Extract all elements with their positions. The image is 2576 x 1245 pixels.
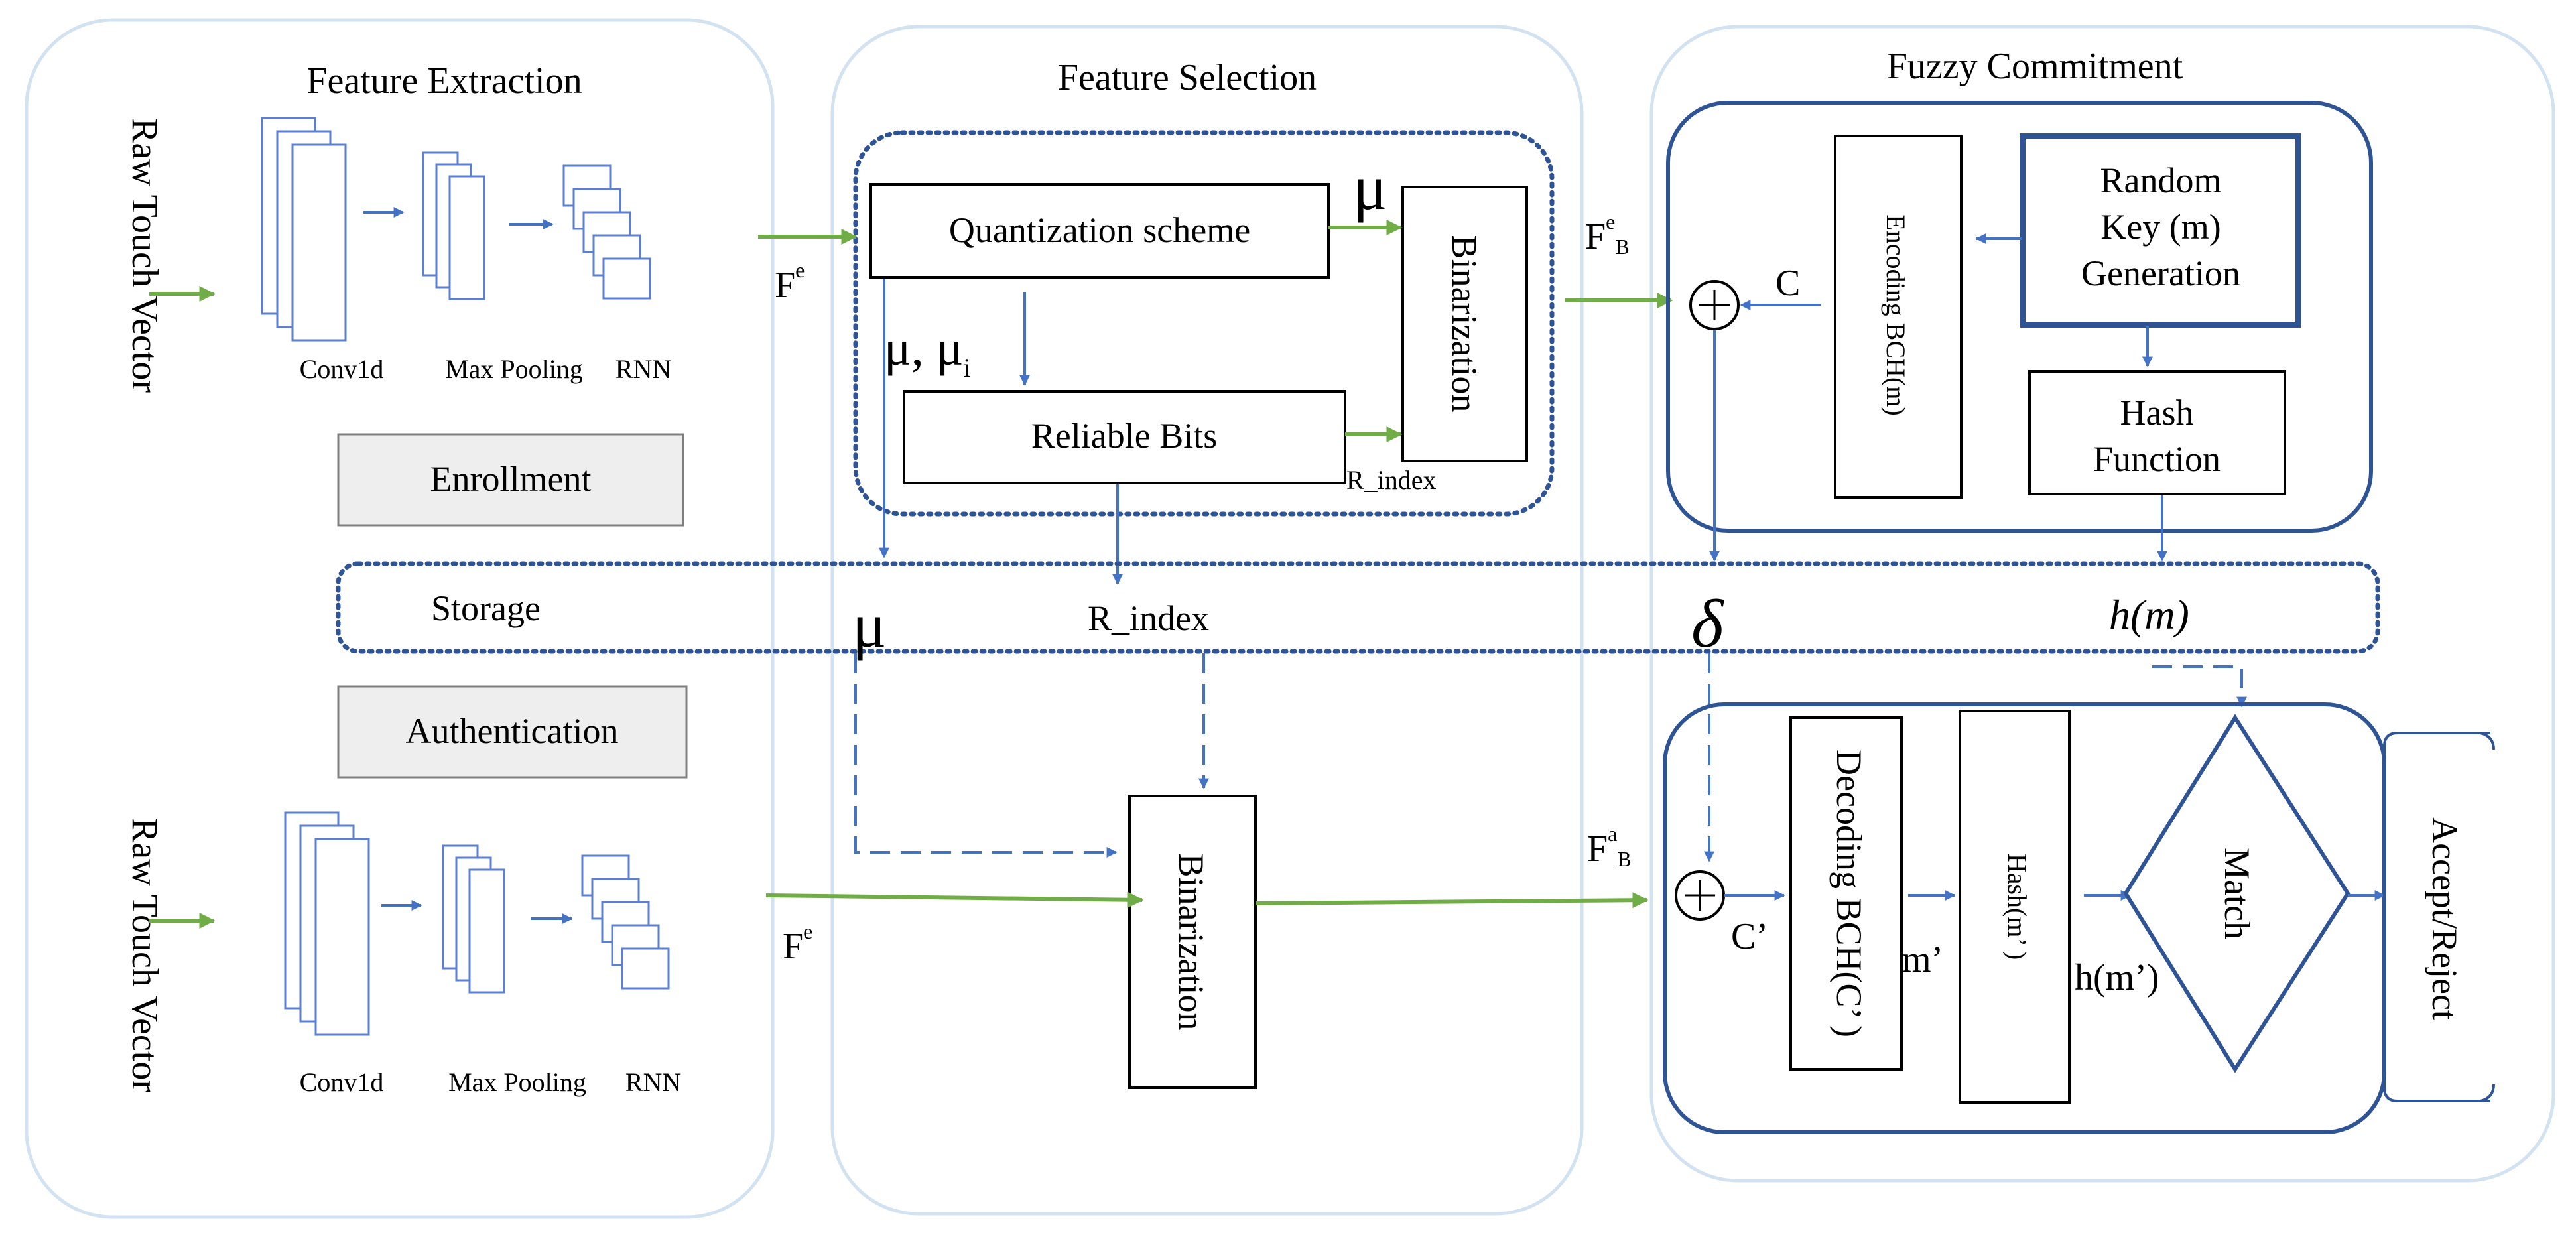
storage-band: [336, 561, 2380, 654]
match-label: Match: [2217, 848, 2257, 939]
enrollment-box: [337, 433, 684, 527]
auth-binarization-label: Binarization: [1171, 854, 1211, 1031]
mu-mui-label: μ, μi: [884, 320, 971, 383]
auth-conv1d-label: Conv1d: [300, 1067, 384, 1097]
quantization-mu-label: μ: [1353, 152, 1387, 223]
mu-to-auth-binarization-dashed-arrow: [854, 653, 1118, 858]
quantization-scheme-box: [869, 183, 1330, 279]
enroll-conv1d-label: Conv1d: [300, 354, 384, 384]
enroll-maxpool-label: Max Pooling: [445, 354, 583, 384]
c-prime-label: C’: [1731, 916, 1768, 957]
auth-fb-label: FaB: [1587, 822, 1632, 871]
enroll-conv1d-icon: [261, 117, 347, 342]
r-index-small-label: R_index: [1346, 465, 1437, 495]
m-prime-label: m’: [1902, 939, 1943, 980]
storage-mu-label: μ: [852, 590, 886, 661]
enroll-raw-touch-vector-label: Raw Touch Vector: [124, 118, 165, 393]
accept-reject-bracket-bottom-curl: [2480, 1084, 2495, 1102]
random-key-line1: Random: [2100, 161, 2222, 200]
storage-hm-label: h(m): [2109, 591, 2189, 638]
accept-reject-bracket-top-curl: [2480, 732, 2495, 750]
storage-label: Storage: [431, 588, 541, 628]
decoding-bch-box: [1789, 716, 1903, 1071]
auth-maxpool-icon: [442, 844, 505, 994]
auth-fb-arrow: [1255, 892, 1649, 909]
hash-m-prime-label: Hash(m’ ): [2002, 854, 2032, 960]
enroll-binarization-box: [1401, 186, 1528, 462]
fuzzy-commitment-title: Fuzzy Commitment: [1887, 46, 2183, 87]
enroll-fb-label: FeB: [1585, 210, 1630, 259]
enroll-binarization-label: Binarization: [1445, 235, 1484, 413]
enroll-fe-label: Fe: [775, 258, 805, 306]
enroll-rnn-icon: [562, 164, 651, 300]
random-key-line2: Key (m): [2100, 207, 2221, 247]
encoding-bch-label: Encoding BCH(m): [1881, 214, 1911, 415]
storage-delta-label: δ: [1691, 586, 1724, 662]
hash-function-line1: Hash: [2120, 393, 2194, 432]
storage-r-index-label: R_index: [1088, 598, 1209, 638]
feature-selection-dotted-group: [853, 130, 1555, 517]
enroll-rnn-label: RNN: [615, 354, 671, 384]
auth-raw-touch-vector-label: Raw Touch Vector: [124, 818, 165, 1092]
reliable-bits-label: Reliable Bits: [1031, 416, 1217, 456]
feature-extraction-title: Feature Extraction: [306, 60, 582, 101]
hash-m-prime-box: [1959, 710, 2071, 1104]
enroll-maxpool-icon: [422, 151, 485, 300]
hash-function-line2: Function: [2093, 439, 2221, 479]
reliable-bits-box: [903, 390, 1346, 484]
decoding-bch-label: Decoding BCH(C’ ): [1829, 750, 1869, 1037]
feature-selection-panel: [830, 25, 1584, 1216]
accept-reject-bracket: [2383, 732, 2490, 1102]
hm-prime-label: h(m’): [2075, 957, 2159, 998]
authentication-box: [337, 685, 688, 779]
hash-function-box: [2028, 370, 2286, 495]
feature-selection-title: Feature Selection: [1058, 57, 1317, 98]
enrollment-label: Enrollment: [430, 459, 592, 499]
auth-fe-arrow: [765, 891, 1144, 908]
auth-fe-label: Fe: [783, 919, 812, 967]
auth-conv1d-icon: [284, 811, 370, 1036]
auth-binarization-box: [1128, 795, 1257, 1089]
auth-rnn-label: RNN: [625, 1067, 681, 1097]
match-diamond: [2123, 714, 2351, 1073]
auth-rnn-icon: [581, 854, 670, 990]
authentication-label: Authentication: [406, 711, 619, 751]
quantization-scheme-label: Quantization scheme: [949, 210, 1250, 250]
encoding-bch-box: [1834, 135, 1963, 499]
accept-reject-label: Accept/Reject: [2425, 817, 2465, 1020]
random-key-generation-box: [2020, 133, 2301, 328]
c-label: C: [1775, 263, 1800, 304]
auth-maxpool-label: Max Pooling: [448, 1067, 586, 1097]
random-key-line3: Generation: [2081, 253, 2240, 293]
fuzzy-enroll-group: [1666, 101, 2373, 533]
